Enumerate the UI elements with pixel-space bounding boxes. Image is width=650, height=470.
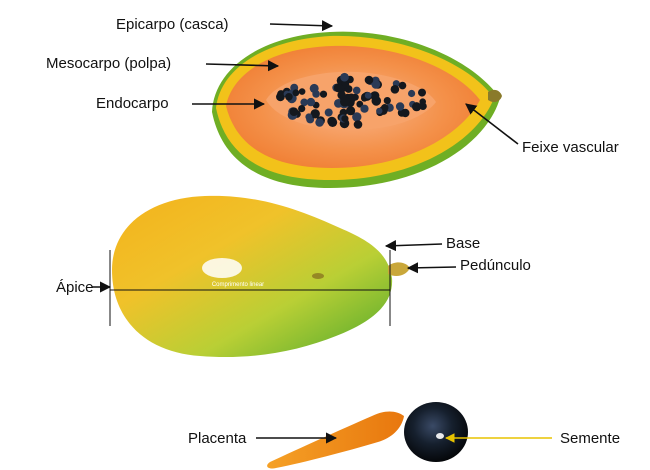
seed xyxy=(298,105,305,112)
seed xyxy=(305,113,312,120)
seed xyxy=(307,98,315,106)
seed-ball xyxy=(404,402,468,462)
seed-with-placenta xyxy=(267,402,468,469)
seed xyxy=(354,120,363,129)
seed xyxy=(327,117,336,126)
seed xyxy=(365,92,372,99)
annotation-apice: Ápice xyxy=(56,279,110,296)
seed xyxy=(365,76,374,85)
stem-tip xyxy=(488,90,502,102)
seed xyxy=(391,85,400,94)
label-pedunculo: Pedúnculo xyxy=(460,257,531,274)
cut-papaya xyxy=(212,32,502,188)
seed xyxy=(401,109,409,117)
seed xyxy=(320,91,327,98)
seed xyxy=(376,108,382,114)
label-endocarpo: Endocarpo xyxy=(96,95,169,112)
label-feixe-vascular: Feixe vascular xyxy=(522,139,619,156)
highlight xyxy=(202,258,242,278)
label-semente: Semente xyxy=(560,430,620,447)
seed xyxy=(353,87,361,95)
seed xyxy=(325,109,333,117)
seed xyxy=(396,102,404,110)
label-base: Base xyxy=(446,235,480,252)
seed-sheen xyxy=(436,433,444,439)
seed xyxy=(340,97,350,107)
seed xyxy=(341,115,348,122)
placenta xyxy=(267,412,404,469)
seed xyxy=(370,91,379,100)
label-apice: Ápice xyxy=(56,279,94,296)
seed xyxy=(419,102,427,110)
label-placenta: Placenta xyxy=(188,430,247,447)
whole-papaya: Comprimento linear xyxy=(110,196,410,357)
seed xyxy=(293,89,300,96)
annotation-base: Base xyxy=(386,235,480,252)
length-label: Comprimento linear xyxy=(212,282,264,288)
seed xyxy=(418,89,426,97)
label-mesocarpo: Mesocarpo (polpa) xyxy=(46,55,171,72)
seed xyxy=(408,90,415,97)
seed xyxy=(334,83,343,92)
blemish xyxy=(312,273,324,279)
peduncle xyxy=(388,262,410,276)
seed xyxy=(290,107,299,116)
seed xyxy=(299,88,306,95)
annotation-epicarpo: Epicarpo (casca) xyxy=(116,16,332,33)
seed xyxy=(312,90,320,98)
seed xyxy=(340,73,349,82)
seed xyxy=(346,106,355,115)
whole-fruit-body xyxy=(112,196,392,357)
label-epicarpo: Epicarpo (casca) xyxy=(116,16,229,33)
annotation-pedunculo: Pedúnculo xyxy=(408,257,531,274)
seed xyxy=(285,93,293,101)
seed xyxy=(399,82,407,90)
annotation-semente: Semente xyxy=(446,430,620,447)
seed xyxy=(315,118,324,127)
seed xyxy=(360,105,368,113)
seed xyxy=(384,97,391,104)
